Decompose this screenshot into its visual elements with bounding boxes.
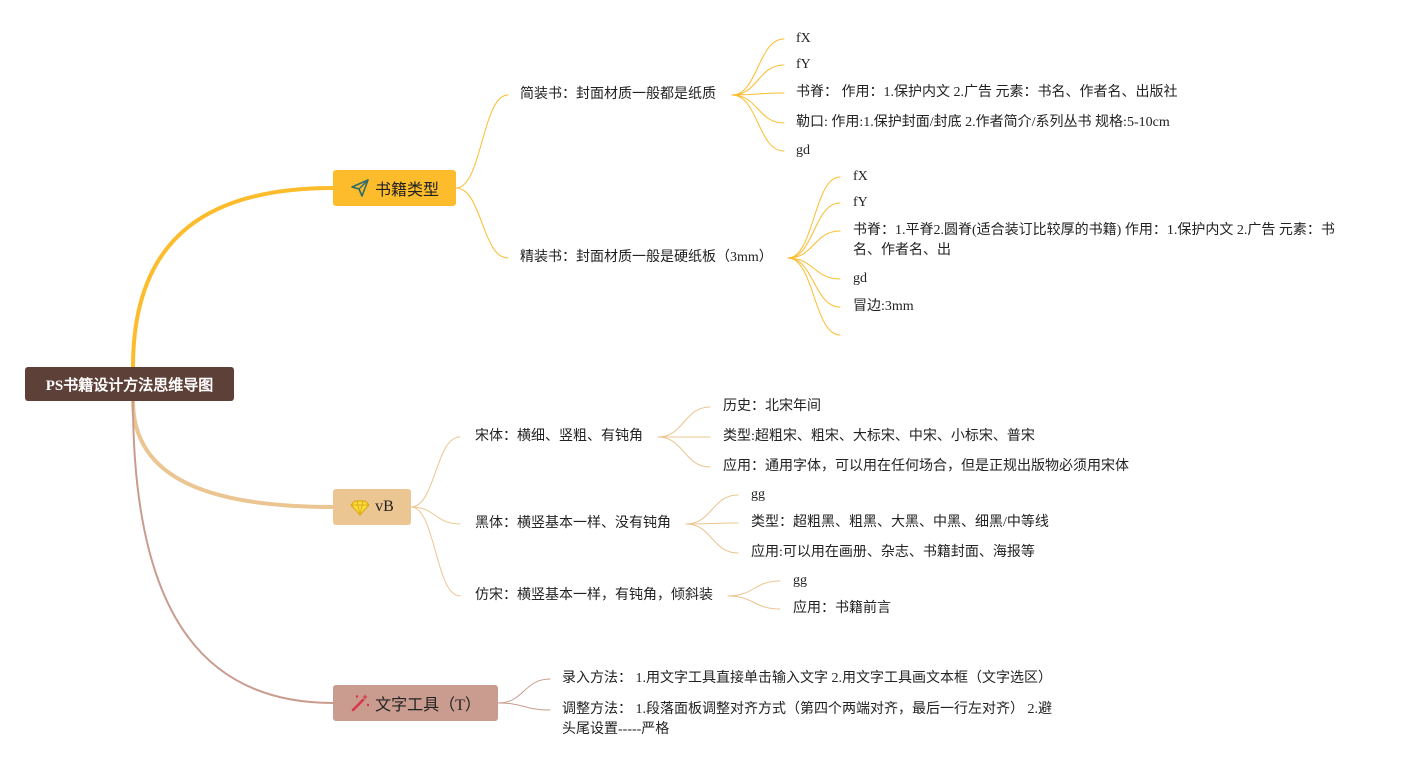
topic-adjust-method[interactable]: 调整方法： 1.段落面板调整对齐方式（第四个两端对齐，最后一行左对齐） 2.避头… [562, 702, 1052, 737]
link-hardcover-item [787, 257, 841, 336]
branch-text-tool[interactable]: 文字工具（T） [333, 685, 498, 721]
diamond-icon [350, 497, 370, 517]
subtopic-item[interactable]: 应用：通用字体，可以用在任何场合，但是正规出版物必须用宋体 [723, 459, 1129, 474]
branch-label: vB [375, 498, 394, 515]
subtopic-item[interactable]: fX [796, 31, 811, 46]
link-paperback [455, 94, 509, 189]
link-paperback-item [731, 94, 785, 152]
root-link-book-types [131, 186, 335, 369]
link-paperback-item [731, 94, 785, 124]
subtopic-item[interactable]: fY [853, 195, 868, 210]
magic-wand-icon [350, 693, 370, 713]
link-hardcover-item [787, 176, 841, 259]
link-fangsong-item [727, 595, 781, 610]
topic-input-method[interactable]: 录入方法： 1.用文字工具直接单击输入文字 2.用文字工具画文本框（文字选区） [562, 671, 1052, 686]
link-fangsong-item [727, 580, 781, 597]
branch-book-types[interactable]: 书籍类型 [333, 170, 456, 206]
subtopic-item[interactable]: 书脊：1.平脊2.圆脊(适合装订比较厚的书籍) 作用：1.保护内文 2.广告 元… [853, 223, 1335, 258]
link-hardcover [455, 187, 509, 259]
link-paperback-item [731, 64, 785, 96]
topic-hardcover[interactable]: 精装书：封面材质一般是硬纸板（3mm） [520, 250, 773, 265]
link-adjust-method [497, 702, 551, 711]
branch-vb[interactable]: vB [333, 489, 411, 525]
subtopic-item[interactable]: gd [796, 143, 810, 158]
link-paperback-item [731, 92, 785, 96]
topic-hei-font[interactable]: 黑体：横竖基本一样、没有钝角 [475, 516, 671, 531]
link-hei-item [685, 523, 739, 554]
topic-fangsong-font[interactable]: 仿宋：横竖基本一样，有钝角，倾斜装 [475, 588, 713, 603]
link-hardcover-item [787, 257, 841, 308]
subtopic-item[interactable]: gg [751, 487, 765, 502]
subtopic-item[interactable]: 应用:可以用在画册、杂志、书籍封面、海报等 [751, 545, 1035, 560]
root-topic[interactable]: PS书籍设计方法思维导图 [25, 367, 234, 401]
link-hei-item [685, 494, 739, 525]
subtopic-item[interactable]: fY [796, 57, 811, 72]
subtopic-item[interactable]: fX [853, 169, 868, 184]
subtopic-item[interactable]: gd [853, 271, 867, 286]
subtopic-item[interactable]: 勒口: 作用:1.保护封面/封底 2.作者简介/系列丛书 规格:5-10cm [796, 115, 1170, 130]
root-link-vb [131, 399, 335, 509]
subtopic-item[interactable]: 类型:超粗宋、粗宋、大标宋、中宋、小标宋、普宋 [723, 429, 1035, 444]
paper-plane-icon [350, 178, 370, 198]
link-fangsong-font [410, 506, 461, 597]
branch-label: 书籍类型 [374, 182, 439, 199]
link-paperback-item [731, 38, 785, 96]
topic-paperback[interactable]: 简装书：封面材质一般都是纸质 [520, 87, 716, 102]
subtopic-item[interactable]: gg [793, 573, 807, 588]
subtopic-item[interactable]: 冒边:3mm [853, 299, 914, 314]
link-hei-item [685, 522, 739, 525]
subtopic-item[interactable]: 类型：超粗黑、粗黑、大黑、中黑、细黑/中等线 [751, 515, 1049, 530]
subtopic-item[interactable]: 应用：书籍前言 [793, 601, 891, 616]
link-song-item [657, 436, 711, 468]
link-input-method [497, 678, 551, 704]
branch-label: 文字工具（T） [375, 697, 481, 714]
link-song-font [410, 436, 461, 508]
link-hardcover-item [787, 230, 841, 259]
link-hei-font [410, 506, 461, 525]
link-hardcover-item [787, 202, 841, 259]
topic-song-font[interactable]: 宋体：横细、竖粗、有钝角 [475, 429, 643, 444]
subtopic-item[interactable]: 历史：北宋年间 [723, 399, 821, 414]
link-hardcover-item [787, 257, 841, 280]
root-link-text-tool [132, 400, 334, 704]
subtopic-item[interactable]: 书脊： 作用：1.保护内文 2.广告 元素：书名、作者名、出版社 [796, 85, 1178, 100]
link-song-item [657, 406, 711, 438]
